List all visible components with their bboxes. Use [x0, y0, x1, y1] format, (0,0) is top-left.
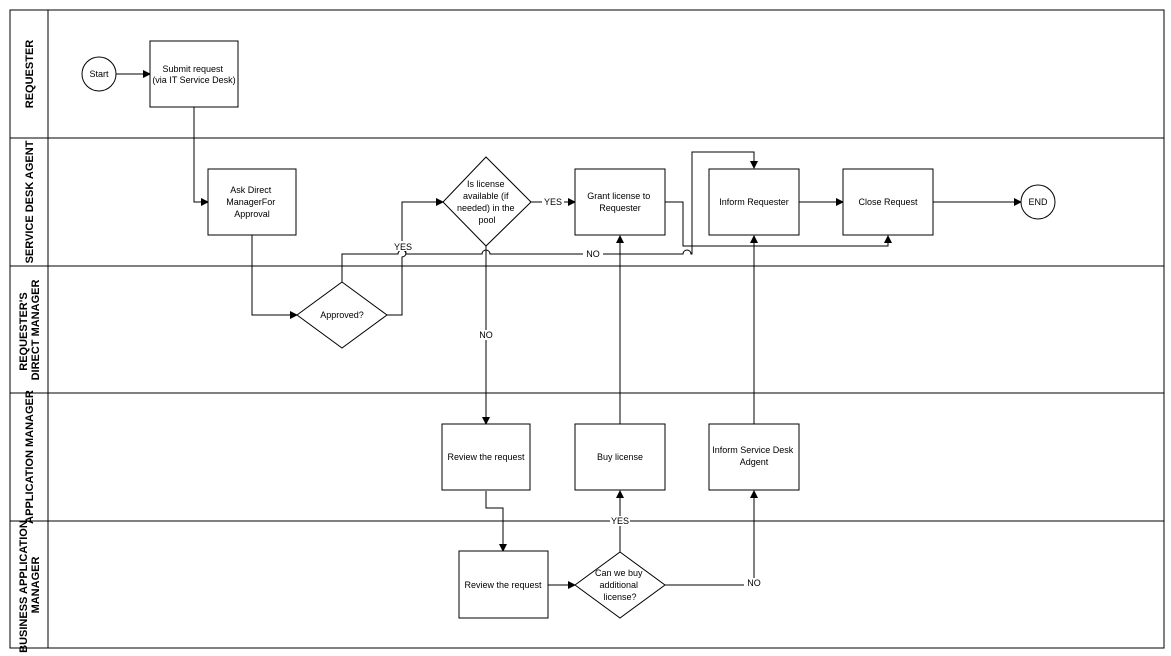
- edge-ask-approved: [251, 235, 298, 319]
- edge-reviewapp-reviewbus: [485, 491, 507, 552]
- node-close-request: Close Request: [842, 168, 934, 236]
- node-end: END: [1020, 184, 1056, 220]
- node-inform-requester: Inform Requester: [708, 168, 800, 236]
- svg-text:Submit request (via IT S: Submit request (via IT Service Desk): [152, 64, 235, 85]
- lane-label-direct-manager: REQUESTER'S DIRECT MANAGER: [18, 280, 42, 381]
- lane-label-application-manager: APPLICATION MANAGER: [24, 390, 36, 524]
- edge-canbuy-informsd: [665, 490, 758, 586]
- svg-text:Is license available (if: Is license available (if needed) in the …: [457, 179, 517, 225]
- node-inform-service-desk: Inform Service Desk Adgent: [708, 423, 800, 491]
- svg-text:Start: Start: [89, 69, 109, 79]
- edge-label-license-no: NO: [479, 330, 493, 340]
- svg-text:Inform Requester: Inform Requester: [719, 197, 789, 207]
- node-approved-decision: Approved?: [296, 281, 388, 349]
- lane-frame: [9, 9, 1165, 649]
- svg-text:END: END: [1028, 197, 1048, 207]
- edge-approved-license: [387, 198, 444, 316]
- lane-label-business-application-manager: BUSINESS APPLICATION MANAGER: [18, 517, 42, 653]
- svg-text:Approved?: Approved?: [320, 310, 364, 320]
- node-ask-direct-manager: Ask Direct ManagerFor Approval: [207, 168, 297, 236]
- edge-grant-close: [665, 201, 892, 247]
- edge-label-buy-no: NO: [747, 578, 761, 588]
- node-submit-request: Submit request (via IT Service Desk): [149, 40, 239, 108]
- edge-label-approved-yes: YES: [394, 242, 412, 252]
- svg-text:Can we buy additional: Can we buy additional license?: [595, 568, 645, 602]
- edge-approved-no: [341, 151, 758, 282]
- edge-submit-ask: [193, 107, 209, 206]
- node-review-request-app: Review the request: [441, 423, 531, 491]
- svg-text:Ask Direct ManagerFor: Ask Direct ManagerFor Approval: [226, 185, 278, 219]
- svg-text:Close Request: Close Request: [858, 197, 918, 207]
- node-start: Start: [81, 56, 117, 92]
- svg-text:Grant license to Request: Grant license to Requester: [587, 191, 653, 213]
- svg-text:Inform Service Desk Adge: Inform Service Desk Adgent: [712, 445, 796, 467]
- svg-text:Review the request: Review the request: [447, 452, 525, 462]
- node-review-request-business: Review the request: [458, 550, 549, 619]
- svg-text:Buy license: Buy license: [597, 452, 643, 462]
- lane-label-service-desk-agent: SERVICE DESK AGENT: [24, 140, 36, 263]
- node-can-buy-decision: Can we buy additional license?: [574, 551, 666, 619]
- svg-text:Review the request: Review the request: [464, 580, 542, 590]
- edge-label-license-yes: YES: [544, 197, 562, 207]
- connectors: [116, 70, 1022, 589]
- edge-label-approved-no: NO: [586, 249, 600, 259]
- lane-label-requester: REQUESTER: [24, 40, 36, 109]
- node-license-available-decision: Is license available (if needed) in the …: [442, 156, 532, 247]
- edge-labels: YES NO YES NO YES NO: [394, 197, 764, 588]
- node-buy-license: Buy license: [574, 423, 666, 491]
- edge-label-buy-yes: YES: [611, 516, 629, 526]
- node-grant-license: Grant license to Requester: [574, 168, 666, 236]
